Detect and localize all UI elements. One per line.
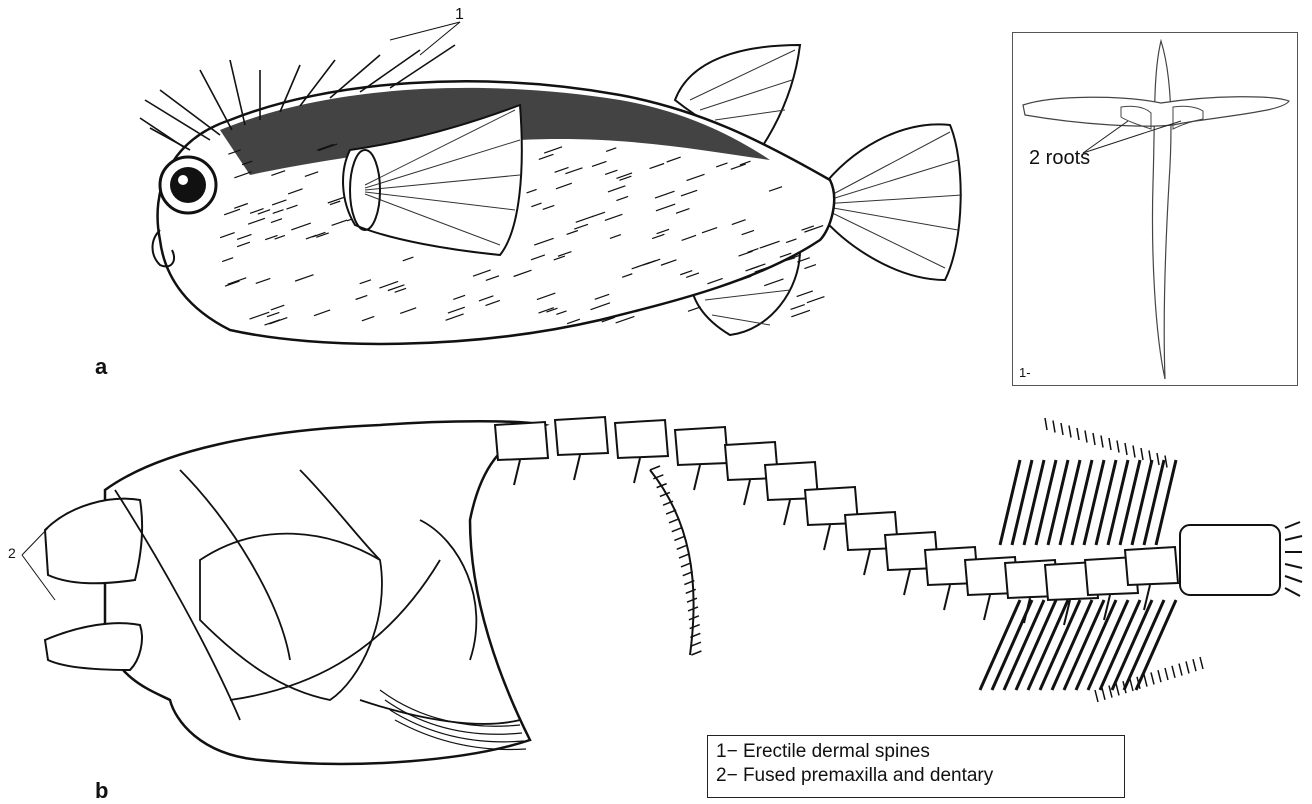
- dorsal-ray: [1012, 460, 1032, 545]
- dorsal-fin-tick: [1157, 453, 1159, 465]
- anal-fin-tick: [1144, 675, 1147, 687]
- dorsal-fin-tick: [1125, 443, 1127, 455]
- dorsal-fin-tick: [1045, 418, 1047, 430]
- anal-ray: [1088, 600, 1128, 690]
- dorsal-ray: [1024, 460, 1044, 545]
- dorsal-ray: [1096, 460, 1116, 545]
- jaw-marker: 2: [8, 545, 16, 561]
- anal-fin-tick: [1193, 659, 1196, 671]
- dorsal-fin-tick: [1061, 423, 1063, 435]
- anal-ray: [1052, 600, 1092, 690]
- dorsal-fin-tick: [1117, 441, 1119, 453]
- lower-jaw: [45, 623, 142, 670]
- dorsal-fin-tick: [1053, 421, 1055, 433]
- anal-fin-tick: [1179, 664, 1182, 676]
- vertebra-process: [824, 525, 830, 550]
- dorsal-ray: [1060, 460, 1080, 545]
- dorsal-fin-tick: [1069, 426, 1071, 438]
- vertebra-process: [694, 465, 700, 490]
- dorsal-ray: [1120, 460, 1140, 545]
- legend-item-erectile-spines: 1− Erectile dermal spines: [716, 740, 1124, 764]
- vertebra-process: [984, 595, 990, 620]
- anal-fin-tick: [1116, 683, 1119, 695]
- dorsal-fin-tick: [1077, 428, 1079, 440]
- dorsal-ray: [1084, 460, 1104, 545]
- anal-fin-tick: [1158, 670, 1161, 682]
- caudal-vertebra: [1180, 525, 1280, 595]
- dorsal-ray: [1000, 460, 1020, 545]
- vertebra: [495, 422, 548, 460]
- comb-tick: [679, 554, 689, 558]
- dorsal-fin-tick: [1149, 451, 1151, 463]
- anal-fin-tick: [1172, 666, 1175, 678]
- vertebra-process: [864, 550, 870, 575]
- anal-ray: [992, 600, 1032, 690]
- comb-tick: [650, 466, 660, 470]
- vertebra: [555, 417, 608, 455]
- dorsal-ray: [1048, 460, 1068, 545]
- dorsal-ray: [1156, 460, 1176, 545]
- comb-tick: [687, 598, 697, 602]
- vertebra-process: [944, 585, 950, 610]
- dorsal-fin-tick: [1093, 433, 1095, 445]
- anal-fin-tick: [1186, 661, 1189, 673]
- comb-tick: [666, 510, 676, 514]
- legend-box: 1− Erectile dermal spines 2− Fused prema…: [707, 735, 1125, 798]
- anal-fin-tick: [1095, 690, 1098, 702]
- anal-fin-tick: [1200, 657, 1203, 669]
- legend-item-fused-jaw: 2− Fused premaxilla and dentary: [716, 764, 1124, 788]
- anal-ray: [1112, 600, 1152, 690]
- anal-fin-tick: [1151, 672, 1154, 684]
- dorsal-fin-tick: [1165, 456, 1167, 468]
- vertebra-process: [744, 480, 750, 505]
- anal-ray: [1016, 600, 1056, 690]
- dorsal-fin-tick: [1085, 431, 1087, 443]
- anal-ray: [1028, 600, 1068, 690]
- comb-tick: [681, 563, 691, 567]
- comb-tick: [690, 625, 700, 629]
- vertebra: [615, 420, 668, 458]
- vertebra-process: [574, 455, 580, 480]
- dorsal-ray: [1144, 460, 1164, 545]
- vertebra-process: [904, 570, 910, 595]
- vertebra-process: [784, 500, 790, 525]
- comb-tick: [691, 651, 701, 655]
- panel-b-label: b: [95, 778, 108, 804]
- anal-fin-tick: [1165, 668, 1168, 680]
- dorsal-fin-tick: [1109, 438, 1111, 450]
- anal-fin-tick: [1130, 679, 1133, 691]
- dorsal-ray: [1072, 460, 1092, 545]
- anal-ray: [1004, 600, 1044, 690]
- vertebra-process: [634, 458, 640, 483]
- anal-ray: [1040, 600, 1080, 690]
- dorsal-fin-tick: [1141, 448, 1143, 460]
- dorsal-ray: [1132, 460, 1152, 545]
- vertebra-process: [514, 460, 520, 485]
- anal-ray: [1136, 600, 1176, 690]
- anal-ray: [1064, 600, 1104, 690]
- comb-tick: [669, 519, 679, 523]
- dorsal-ray: [1108, 460, 1128, 545]
- dorsal-fin-tick: [1133, 446, 1135, 458]
- dorsal-ray: [1036, 460, 1056, 545]
- vertebra: [675, 427, 728, 465]
- anal-ray: [1076, 600, 1116, 690]
- vertebra: [1125, 547, 1178, 585]
- comb-tick: [672, 528, 682, 532]
- anal-fin-tick: [1102, 688, 1105, 700]
- dorsal-fin-tick: [1101, 436, 1103, 448]
- comb-tick: [674, 536, 684, 540]
- comb-tick: [677, 545, 687, 549]
